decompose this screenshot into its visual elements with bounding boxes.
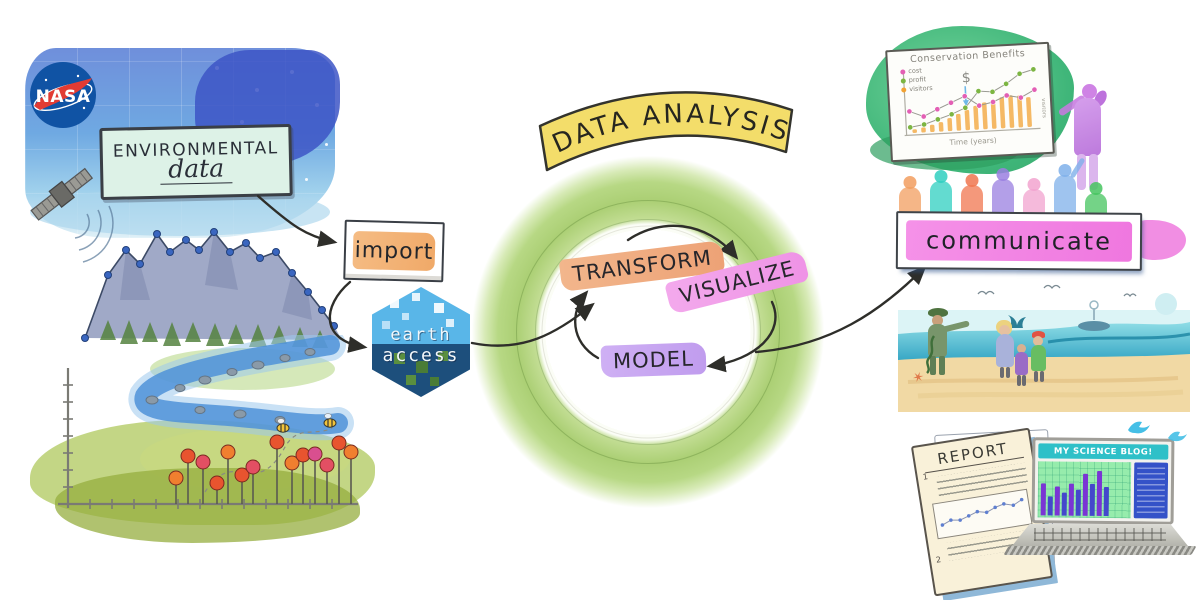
conservation-plot: $ Time (years) visitors (902, 66, 1047, 148)
report-document: REPORT 1 2 (910, 427, 1054, 597)
grass-wash-dark (55, 468, 360, 543)
boy-person (1030, 331, 1047, 386)
conservation-xlabel: Time (years) (948, 136, 997, 148)
nasa-logo-text: NASA (36, 87, 91, 107)
data-analysis-banner: DATA ANALYSIS (538, 91, 794, 172)
mountain-line-chart (81, 228, 342, 348)
arrow-env-to-import (256, 194, 338, 247)
arrow-cycle-to-communicate (754, 265, 927, 354)
bee-flight-path (204, 427, 333, 493)
conservation-benefits-chart: Conservation Benefits $ Time (years) vis… (885, 41, 1055, 163)
arrow-earthaccess-to-cycle (470, 302, 595, 347)
birds-icon (977, 284, 1137, 298)
bluebirds-icon (1128, 421, 1187, 442)
arrow-import-to-earthaccess (328, 280, 368, 353)
girl-person (1014, 344, 1029, 388)
signal-waves-icon (74, 205, 114, 263)
arrow-visualize-to-model (706, 300, 777, 373)
communicate-label: communicate (925, 226, 1113, 256)
sand (898, 354, 1190, 412)
satellite-icon (30, 167, 114, 263)
earthaccess-label-line1: earth (390, 325, 452, 345)
mother-person (994, 320, 1016, 384)
communicate-step-box: communicate (895, 211, 1143, 271)
whale-tail-icon (1008, 315, 1026, 328)
nasa-logo: NASA (30, 62, 96, 128)
trees-icon (100, 320, 328, 348)
flower-chart (58, 368, 359, 509)
river (128, 335, 354, 441)
ranger-hat (928, 308, 948, 317)
beach-scene: ✶ (898, 282, 1191, 412)
laptop-keyboard (1012, 524, 1188, 546)
flower-heads (168, 434, 359, 491)
presenter-head (1082, 84, 1097, 99)
beach-art (898, 284, 1191, 412)
flower-stems (175, 448, 352, 504)
bee-icon (276, 418, 290, 433)
presenter-person (1057, 78, 1118, 202)
report-mini-chart (932, 488, 1033, 540)
river-stones (145, 348, 316, 424)
distant-whale (1078, 321, 1110, 331)
earthaccess-label-line2: access (382, 345, 460, 366)
step-model: MODEL (600, 342, 707, 378)
sun-icon (1155, 293, 1177, 315)
bee-icon (323, 413, 337, 428)
axis-ticks (63, 384, 333, 509)
presenter-body (1074, 98, 1101, 156)
laptop: MY SCIENCE BLOG! (1003, 437, 1197, 564)
earthaccess-logo: earth access (372, 287, 470, 397)
red-cap (1032, 331, 1045, 338)
wave-crest (1047, 332, 1191, 344)
arrow-transform-to-visualize (626, 224, 739, 260)
seaweed-icon (926, 335, 936, 374)
ranger-person (920, 308, 970, 385)
arrow-model-to-transform (569, 290, 600, 360)
conservation-right-label: visitors (1040, 98, 1047, 118)
dollar-annotation: $ (961, 70, 971, 86)
